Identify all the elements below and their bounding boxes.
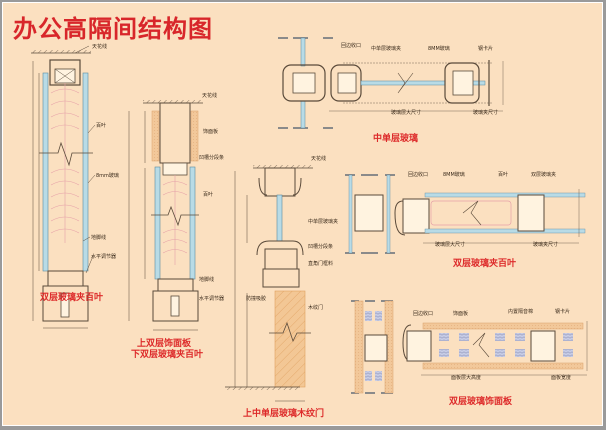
- dim-clip-size: 玻璃夹尺寸: [533, 241, 558, 248]
- label-skirting: 地脚线: [199, 276, 214, 283]
- panel-top: [422, 322, 584, 330]
- label-single-glass-clip: 中单层玻璃夹: [371, 45, 401, 52]
- label-ceiling-line: 天花线: [202, 92, 217, 99]
- label-double-glass-clip: 双层玻璃夹: [531, 171, 556, 178]
- structure-drawings: 天花线 百叶 8mm玻璃 地脚线 水平调节器 天花线 饰面板 凹槽分段条 百叶 …: [31, 37, 588, 402]
- label-skirting: 地脚线: [91, 234, 106, 241]
- label-8mm-glass: 8MM玻璃: [428, 45, 450, 52]
- glass-pane-left: [42, 72, 49, 272]
- caption-double-panel: 双层玻璃饰面板: [449, 397, 513, 407]
- glass-pane-right: [82, 72, 89, 272]
- glass-top: [424, 192, 586, 198]
- dim-panel-max-height: 面板层大高度: [451, 374, 481, 381]
- diagram-double-panel-plan: [351, 300, 588, 394]
- label-edge-trim: 回边收口: [408, 171, 428, 178]
- label-right-angle-frame: 直角门框料: [308, 260, 333, 267]
- dim-clip-size: 玻璃夹尺寸: [473, 109, 498, 116]
- caption-panel-glass-louver-line2: 下双层玻璃夹百叶: [131, 350, 204, 360]
- break-mark: [39, 141, 93, 167]
- drawing-sheet: 办公高隔间结构图: [2, 2, 603, 426]
- label-steel-clip: 钢卡片: [555, 308, 570, 315]
- page-title: 办公高隔间结构图: [13, 14, 213, 43]
- label-ceiling-line: 天花线: [311, 155, 326, 162]
- dim-glass-max: 玻璃层大尺寸: [391, 109, 421, 116]
- label-edge-trim: 回边收口: [413, 310, 433, 317]
- louver-band: [430, 200, 512, 226]
- label-louver: 百叶: [96, 122, 106, 129]
- ceiling-hatch: [31, 50, 91, 53]
- wood-door: [274, 290, 306, 388]
- acoustic-wool: [439, 333, 573, 357]
- single-glass-pane: [276, 194, 283, 242]
- glass-bottom: [424, 228, 586, 234]
- label-steel-clip: 钢卡片: [478, 45, 493, 52]
- 8mm-glass: [360, 80, 446, 86]
- label-groove-strip: 凹槽分段条: [308, 243, 333, 250]
- caption-double-glass-louver: 双层玻璃夹百叶: [40, 293, 104, 303]
- label-ceiling-line: 天花线: [92, 43, 107, 50]
- mullion-profile: [282, 64, 326, 102]
- callout-labels: 天花线 百叶 8mm玻璃 地脚线 水平调节器 天花线 饰面板 凹槽分段条 百叶 …: [91, 42, 571, 381]
- louver-blades: [50, 88, 80, 234]
- label-edge-trim: 回边收口: [341, 42, 361, 49]
- label-louver: 百叶: [203, 191, 213, 198]
- label-level-adjuster: 水平调节器: [199, 295, 224, 302]
- label-acoustic-wool: 内置隔音棉: [508, 308, 533, 315]
- label-level-adjuster: 水平调节器: [91, 253, 116, 260]
- label-louver: 百叶: [498, 171, 508, 178]
- caption-double-glass-louver-plan: 双层玻璃夹百叶: [453, 259, 517, 269]
- diagram-double-glass-louver-plan: [345, 174, 586, 254]
- label-wood-door: 木纹门: [308, 304, 323, 311]
- dim-panel-width: 面板宽度: [551, 374, 571, 381]
- label-single-glass-clip: 中单层玻璃夹: [308, 218, 338, 225]
- caption-single-glass: 中单层玻璃: [373, 134, 419, 144]
- caption-single-glass-wood-door: 上中单层玻璃木纹门: [243, 409, 325, 419]
- diagram-single-glass-plan: [278, 37, 504, 129]
- label-8mm-glass: 8mm玻璃: [96, 172, 119, 179]
- panel-bottom: [422, 362, 584, 370]
- base-frame: [47, 270, 84, 287]
- label-decor-panel: 饰面板: [453, 310, 468, 317]
- diagram-panel-over-glass-louver: [128, 100, 203, 331]
- label-8mm-glass: 8MM玻璃: [443, 171, 465, 178]
- diagram-single-glass-wood-door: [225, 165, 313, 402]
- decor-panel-right: [190, 110, 199, 162]
- label-decor-panel: 饰面板: [203, 128, 218, 135]
- caption-panel-glass-louver-line1: 上双层饰面板: [137, 339, 192, 349]
- label-bumper: 防撞吸胶: [246, 295, 266, 302]
- diagram-double-glass-louver-section: [31, 45, 96, 329]
- decor-panel-left: [151, 110, 160, 162]
- dim-glass-max: 玻璃层大尺寸: [435, 241, 465, 248]
- label-groove-strip: 凹槽分段条: [199, 154, 224, 161]
